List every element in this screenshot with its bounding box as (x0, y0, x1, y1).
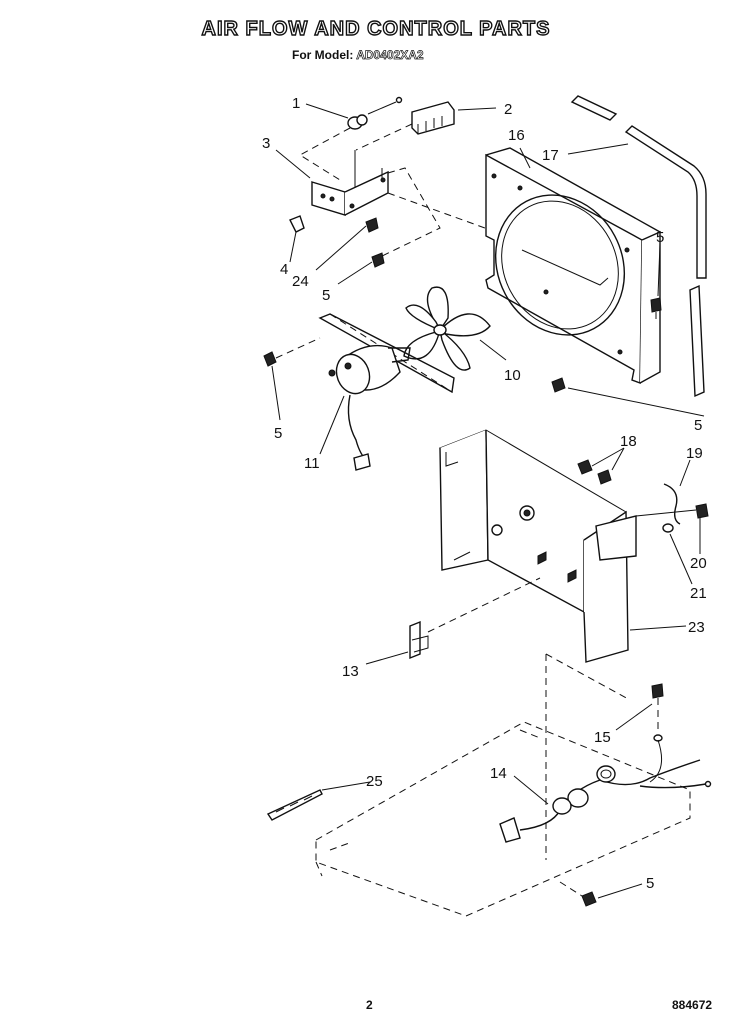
callout-2: 2 (504, 101, 512, 118)
leader-dash-2 (355, 123, 413, 151)
callout-25: 25 (366, 773, 383, 790)
part-17-gasket (570, 95, 707, 398)
part-11-fan-motor (328, 344, 411, 471)
leader-dash-5 (427, 577, 541, 633)
part-5-screw-c (551, 377, 566, 393)
callout-5-base-screw: 5 (694, 417, 702, 434)
part-1-grommet (347, 96, 403, 130)
part-20-screw (695, 503, 709, 519)
callout-16: 16 (508, 127, 525, 144)
part-5-screw-a (371, 252, 385, 268)
model-prefix: For Model: (292, 48, 354, 62)
part-2-terminal-block (411, 101, 455, 135)
part-19-ground-wire (663, 483, 681, 525)
callout-19: 19 (686, 445, 703, 462)
callout-20: 20 (690, 555, 707, 572)
callout-15: 15 (594, 729, 611, 746)
page-number: 2 (366, 998, 373, 1012)
page-title: AIR FLOW AND CONTROL PARTS (201, 17, 551, 40)
leader-dash-3 (379, 167, 441, 258)
part-4-clip (289, 215, 305, 233)
callout-17: 17 (542, 147, 559, 164)
part-3-control-bracket (311, 150, 389, 216)
callout-23: 23 (688, 619, 705, 636)
part-13-switch (409, 620, 429, 660)
callout-3: 3 (262, 135, 270, 152)
part-24-screw (365, 217, 379, 233)
callout-21: 21 (690, 585, 707, 602)
part-10-fan-blade (403, 286, 491, 371)
model-value: AD0402XA2 (356, 48, 424, 63)
part-5-screw-d (263, 337, 321, 367)
part-23-control-housing (438, 429, 637, 663)
leader-dash-4 (387, 192, 497, 233)
callout-1: 1 (292, 95, 300, 112)
document-code: 884672 (672, 998, 713, 1012)
model-line: For Model: AD0402XA2 (292, 48, 424, 63)
callout-5-panel: 5 (656, 229, 664, 246)
part-5-screw-b (650, 297, 662, 322)
callout-labels: 1 2 3 16 17 5 4 24 5 10 5 11 5 18 19 20 … (262, 95, 707, 892)
callout-14: 14 (490, 765, 507, 782)
part-21-washer (635, 509, 697, 533)
leader-dash-1 (299, 127, 351, 181)
part-18-screws (577, 459, 612, 485)
part-16-shroud-panel (485, 147, 661, 385)
callout-10: 10 (504, 367, 521, 384)
part-15-screw (651, 683, 664, 742)
part-14-power-cord (499, 739, 712, 843)
callout-18: 18 (620, 433, 637, 450)
callout-5-bottom: 5 (646, 875, 654, 892)
callout-24: 24 (292, 273, 309, 290)
callout-5-motor: 5 (274, 425, 282, 442)
callout-4: 4 (280, 261, 288, 278)
leader-lines (271, 103, 705, 899)
callout-5-bracket: 5 (322, 287, 330, 304)
callout-11: 11 (304, 455, 320, 472)
callout-13: 13 (342, 663, 359, 680)
part-5-screw-e (559, 881, 597, 907)
base-pan-outline (315, 653, 691, 917)
part-25-wire-tie (266, 789, 323, 821)
